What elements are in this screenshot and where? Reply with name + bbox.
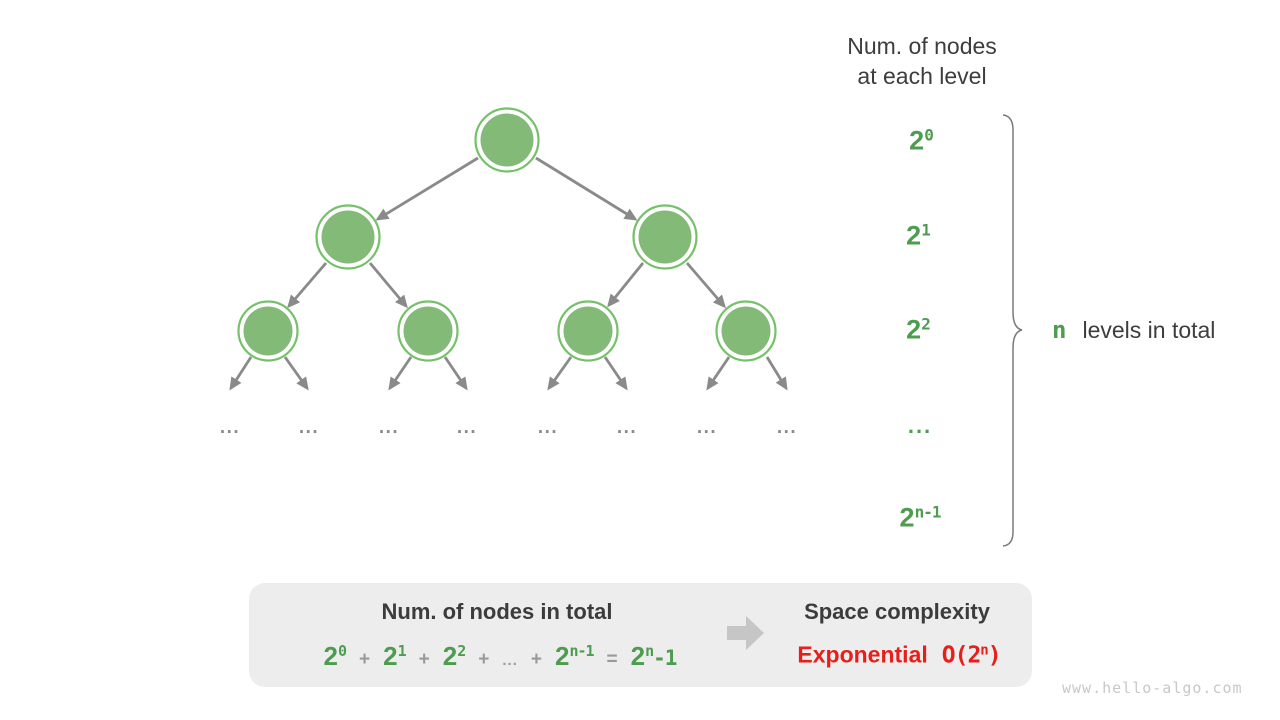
total-nodes-title: Num. of nodes in total	[381, 599, 613, 624]
edge-root-left	[375, 156, 479, 221]
edge-l3-8	[765, 356, 788, 391]
levels-brace	[1002, 114, 1023, 547]
level-label-2: 22	[906, 314, 931, 345]
exponent: 1	[921, 220, 931, 240]
summary-box	[249, 583, 1032, 687]
column-header: Num. of nodes at each level	[772, 31, 1072, 91]
edge-l3-6	[603, 356, 628, 391]
minus-one: -1	[653, 646, 677, 670]
edge-l3-4	[443, 356, 468, 391]
level-label-1: 21	[906, 220, 931, 251]
edge-l2-4	[685, 262, 726, 309]
tree-node	[237, 300, 299, 362]
level-label-0: 20	[909, 125, 934, 156]
complexity-result: Exponential O(2n)	[797, 641, 1002, 669]
total-nodes-formula: 20 + 21 + 22 + ... + 2n-1 = 2n-1	[250, 641, 750, 672]
edge-root-right	[535, 156, 638, 221]
levels-total-text: levels in total	[1082, 317, 1216, 343]
exponent: 0	[338, 642, 347, 660]
edge-l3-1	[229, 356, 253, 391]
formula-ellipsis: ...	[502, 652, 518, 669]
formula-term: 22	[442, 641, 467, 671]
equals-operator: =	[606, 649, 618, 670]
edge-l2-2	[368, 262, 408, 309]
tree-node	[557, 300, 619, 362]
exponent: n-1	[569, 642, 594, 660]
tree-node	[397, 300, 459, 362]
exponent: n	[980, 642, 989, 659]
edge-l2-1	[287, 262, 328, 309]
tree-node	[715, 300, 777, 362]
tree-ellipsis: ...	[378, 417, 400, 438]
tree-ellipsis: ...	[456, 417, 478, 438]
exponent: n-1	[914, 502, 942, 522]
edge-l3-7	[706, 356, 731, 391]
tree-ellipsis: ...	[776, 417, 798, 438]
plus-operator: +	[478, 649, 490, 670]
tree-node	[315, 204, 381, 270]
tree-node	[632, 204, 698, 270]
level-label-ellipsis: ...	[907, 413, 933, 438]
levels-total-label: n levels in total	[1052, 316, 1215, 344]
tree-ellipsis: ...	[537, 417, 559, 438]
exponent: 1	[397, 642, 407, 660]
edge-l3-3	[388, 356, 413, 391]
tree-ellipsis: ...	[298, 417, 320, 438]
plus-operator: +	[418, 649, 430, 670]
exponent: n	[645, 642, 654, 660]
tree-nodes	[237, 107, 777, 362]
level-label-n-1: 2n-1	[899, 502, 942, 533]
exponent: 2	[921, 314, 931, 334]
watermark: www.hello-algo.com	[1062, 679, 1243, 697]
plus-operator: +	[359, 649, 371, 670]
edge-l3-2	[283, 356, 309, 391]
column-header-line1: Num. of nodes	[847, 33, 997, 59]
tree-node	[474, 107, 540, 173]
formula-term: 2n-1	[554, 641, 595, 671]
formula-result: 2n-1	[630, 641, 678, 671]
tree-ellipsis: ...	[219, 417, 241, 438]
big-o-notation: O(2n)	[941, 642, 1002, 669]
column-header-line2: at each level	[857, 63, 987, 89]
exponent: 0	[924, 125, 934, 145]
plus-operator: +	[530, 649, 542, 670]
complexity-name: Exponential	[797, 641, 928, 668]
formula-term: 20	[323, 641, 348, 671]
space-complexity-title: Space complexity	[804, 599, 990, 624]
edge-l3-5	[547, 356, 573, 391]
edge-l2-3	[607, 262, 645, 308]
formula-term: 21	[383, 641, 407, 671]
tree-edges	[229, 156, 788, 391]
exponent: 2	[457, 642, 466, 660]
n-variable: n	[1052, 316, 1067, 344]
tree-ellipsis: ...	[616, 417, 638, 438]
tree-ellipsis: ...	[696, 417, 718, 438]
right-block-arrow-icon	[727, 616, 764, 650]
